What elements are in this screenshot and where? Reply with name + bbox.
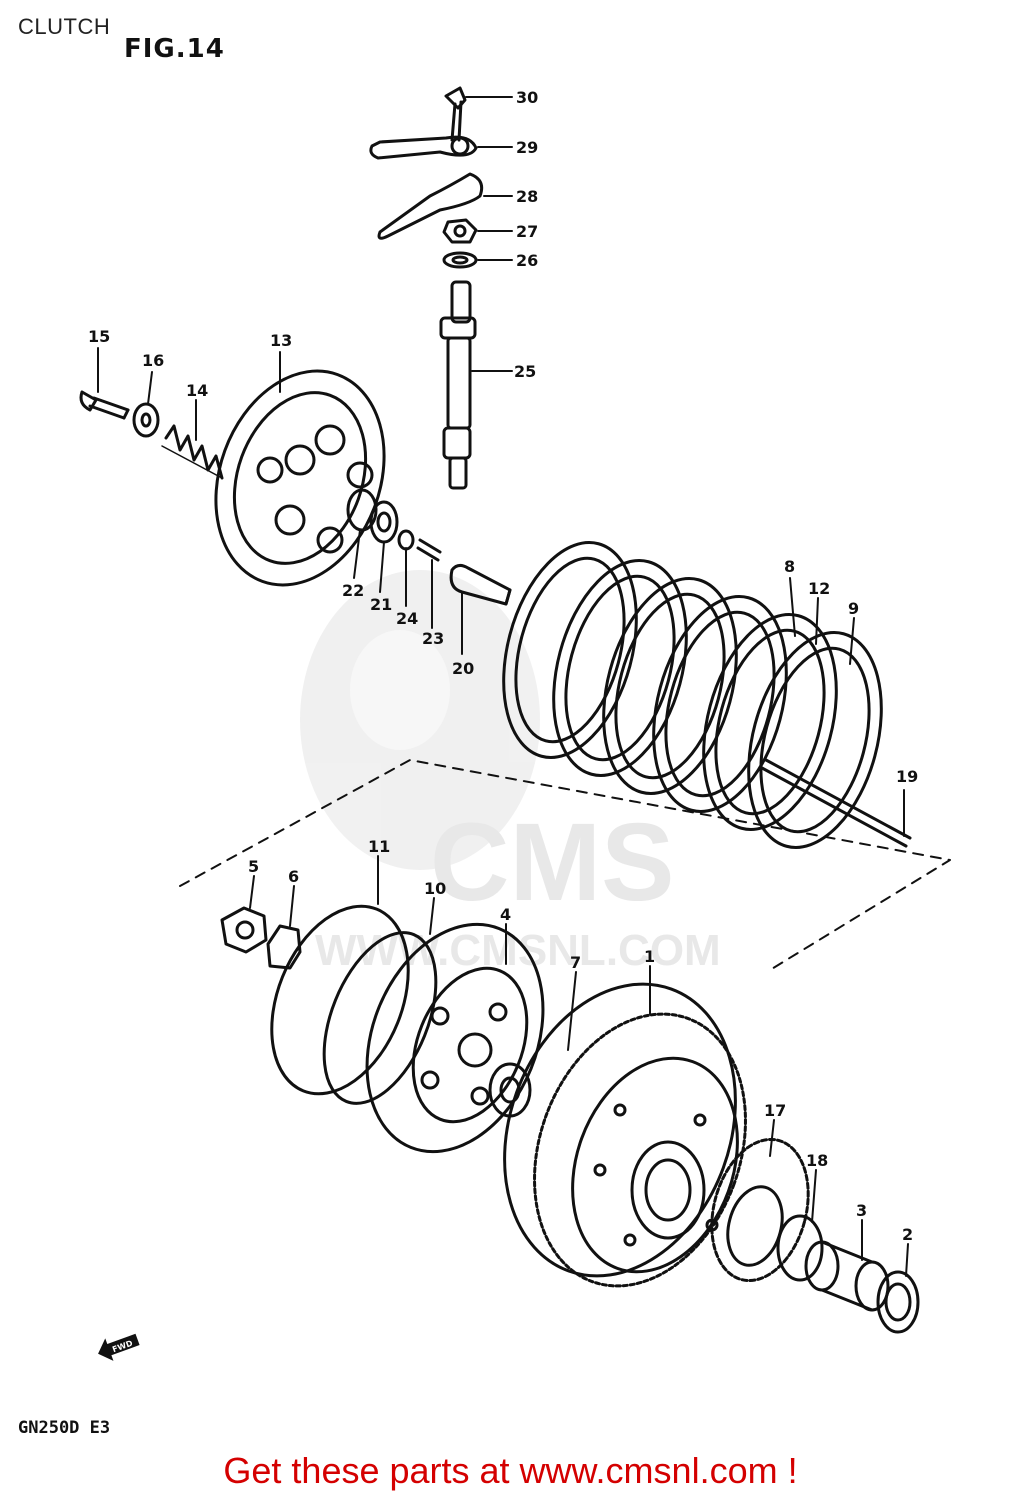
callout-30: 30 bbox=[516, 88, 538, 107]
model-code: GN250D E3 bbox=[18, 1418, 111, 1438]
cta-banner[interactable]: Get these parts at www.cmsnl.com ! bbox=[0, 1450, 1021, 1492]
callout-5: 5 bbox=[248, 857, 259, 876]
callout-26: 26 bbox=[516, 251, 538, 270]
callout-6: 6 bbox=[288, 867, 299, 886]
callout-19: 19 bbox=[896, 767, 918, 786]
callout-21: 21 bbox=[370, 595, 392, 614]
callout-13: 13 bbox=[270, 331, 292, 350]
callout-16: 16 bbox=[142, 351, 164, 370]
callout-14: 14 bbox=[186, 381, 208, 400]
callout-29: 29 bbox=[516, 138, 538, 157]
callout-10: 10 bbox=[424, 879, 446, 898]
callout-labels: 30 29 28 27 26 25 15 16 14 13 22 21 24 2… bbox=[88, 88, 918, 1244]
callout-25: 25 bbox=[514, 362, 536, 381]
release-arm-assembly bbox=[369, 86, 484, 490]
watermark-url: WWW.CMSNL.COM bbox=[315, 926, 721, 975]
watermark: CMS WWW.CMSNL.COM bbox=[300, 570, 721, 975]
callout-4: 4 bbox=[500, 905, 511, 924]
clutch-housing-group bbox=[220, 904, 920, 1334]
callout-27: 27 bbox=[516, 222, 538, 241]
figure-label: FIG.14 bbox=[124, 34, 225, 64]
callout-11: 11 bbox=[368, 837, 390, 856]
cta-link[interactable]: Get these parts at www.cmsnl.com ! bbox=[223, 1450, 798, 1491]
callout-leaders-plates bbox=[789, 577, 905, 837]
callout-12: 12 bbox=[808, 579, 830, 598]
callout-24: 24 bbox=[396, 609, 418, 628]
callout-23: 23 bbox=[422, 629, 444, 648]
callout-leaders-lower bbox=[97, 347, 909, 1277]
callout-28: 28 bbox=[516, 187, 538, 206]
callout-1: 1 bbox=[644, 947, 655, 966]
callout-15: 15 bbox=[88, 327, 110, 346]
page-title: CLUTCH bbox=[18, 14, 111, 39]
pressure-plate-group bbox=[79, 369, 512, 606]
callout-8: 8 bbox=[784, 557, 795, 576]
callout-18: 18 bbox=[806, 1151, 828, 1170]
callout-leaders-top bbox=[465, 96, 513, 372]
callout-20: 20 bbox=[452, 659, 474, 678]
callout-9: 9 bbox=[848, 599, 859, 618]
fwd-label: FWD bbox=[111, 1339, 134, 1355]
callout-3: 3 bbox=[856, 1201, 867, 1220]
callout-7: 7 bbox=[570, 953, 581, 972]
clutch-exploded-diagram: CMS WWW.CMSNL.COM bbox=[79, 86, 951, 1334]
callout-17: 17 bbox=[764, 1101, 786, 1120]
callout-2: 2 bbox=[902, 1225, 913, 1244]
watermark-brand: CMS bbox=[430, 801, 674, 924]
fwd-arrow-icon: FWD bbox=[98, 1333, 140, 1361]
callout-22: 22 bbox=[342, 581, 364, 600]
